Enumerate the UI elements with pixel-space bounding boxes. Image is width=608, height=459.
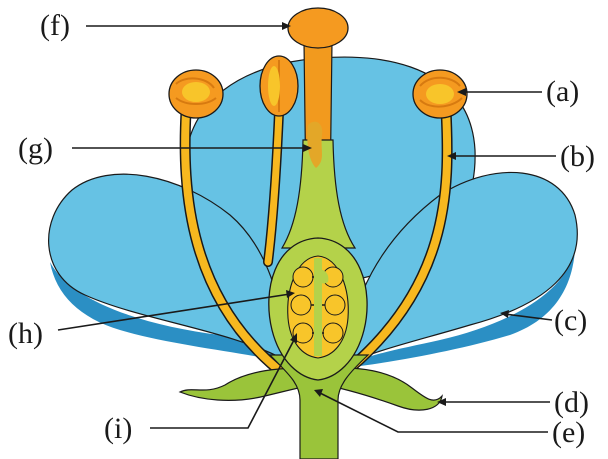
anther-left	[169, 70, 223, 118]
label-d: (d)	[554, 386, 589, 419]
label-g: (g)	[18, 132, 53, 165]
label-c: (c)	[554, 304, 587, 337]
label-f: (f)	[40, 9, 70, 42]
label-h: (h)	[8, 317, 43, 350]
label-e: (e)	[552, 416, 585, 449]
leader-line-e	[318, 392, 548, 432]
anther-middle	[260, 56, 298, 116]
stigma	[288, 8, 348, 48]
label-b: (b)	[560, 140, 595, 173]
ovule	[325, 295, 345, 315]
ovule	[291, 295, 311, 315]
label-i: (i)	[104, 412, 132, 445]
ovule	[293, 267, 313, 287]
label-a: (a)	[546, 75, 579, 108]
ovule	[323, 323, 343, 343]
anther-right	[413, 70, 467, 118]
